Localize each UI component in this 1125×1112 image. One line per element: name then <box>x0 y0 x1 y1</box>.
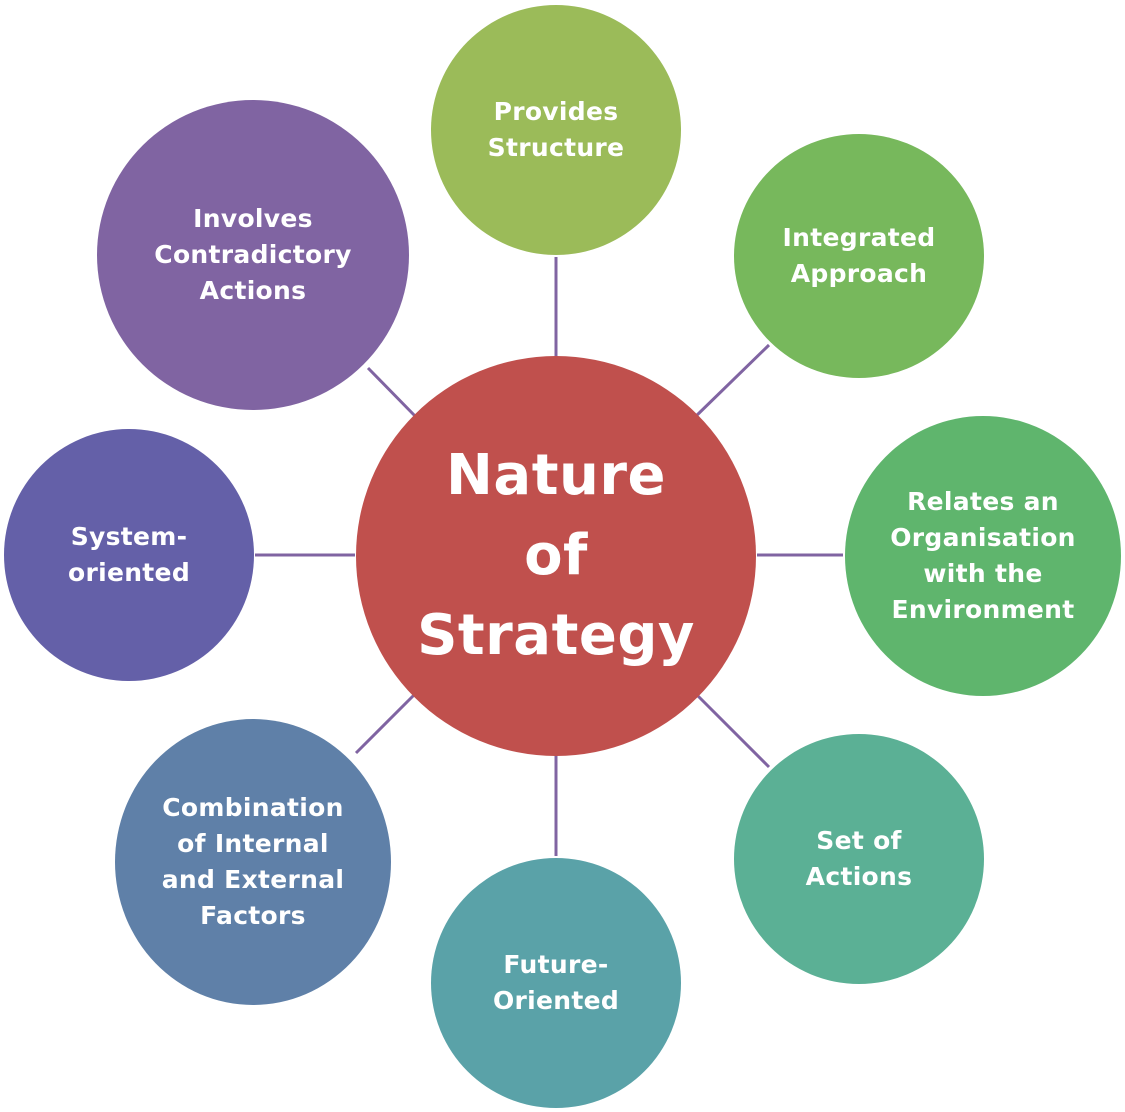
node-label: Integrated Approach <box>782 223 936 288</box>
node-contradictory-actions: Involves Contradictory Actions <box>97 100 409 410</box>
node-label: Involves Contradictory Actions <box>154 204 352 305</box>
node-label: Provides Structure <box>487 97 625 162</box>
node-integrated-approach: Integrated Approach <box>734 134 984 378</box>
node-provides-structure: Provides Structure <box>431 5 681 255</box>
connector-contradictory-actions <box>366 366 419 420</box>
center-node-label: Nature of Strategy <box>417 443 695 668</box>
node-label: Relates an Organisation with the Environ… <box>890 487 1076 624</box>
center-node-nature-of-strategy: Nature of Strategy <box>356 356 756 756</box>
node-set-of-actions: Set of Actions <box>734 734 984 984</box>
node-combination-factors: Combination of Internal and External Fac… <box>115 719 391 1005</box>
connector-set-of-actions <box>692 690 771 769</box>
node-system-oriented: System- oriented <box>4 429 254 681</box>
node-label: Combination of Internal and External Fac… <box>161 793 345 930</box>
node-label: Future- Oriented <box>492 950 620 1015</box>
node-label: Set of Actions <box>805 826 913 891</box>
node-label: System- oriented <box>67 522 191 587</box>
connector-combination-factors <box>354 690 419 755</box>
node-relates-organisation: Relates an Organisation with the Environ… <box>845 416 1121 696</box>
node-future-oriented: Future- Oriented <box>431 858 681 1108</box>
connector-integrated-approach <box>692 343 771 420</box>
